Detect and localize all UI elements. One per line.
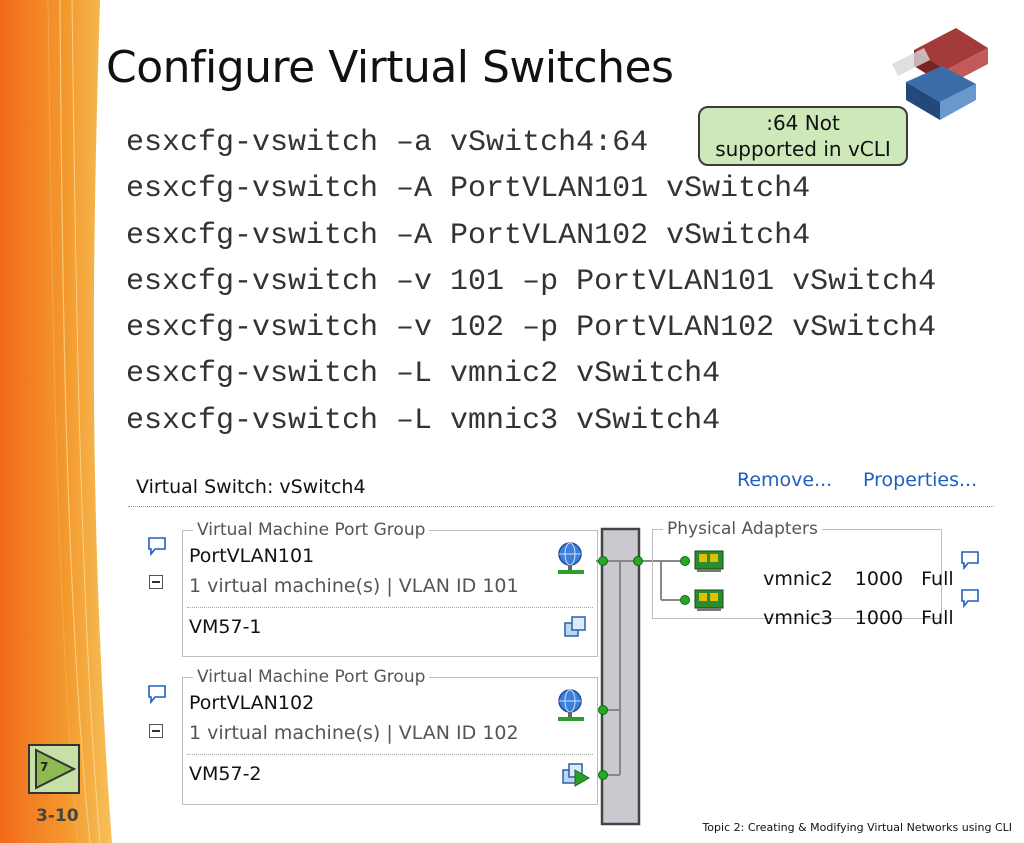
slide-title: Configure Virtual Switches [106,42,674,93]
divider [128,506,994,507]
vm-name[interactable]: VM57-2 [189,763,262,785]
nic-speed: 1000 [854,568,904,590]
vswitch-title: Virtual Switch: vSwitch4 [136,476,366,498]
command-line: esxcfg-vswitch –A PortVLAN101 vSwitch4 [126,172,811,207]
port-group-panel: Virtual Machine Port Group PortVLAN102 1… [182,667,598,805]
command-line: esxcfg-vswitch –L vmnic3 vSwitch4 [126,403,721,438]
vm-name[interactable]: VM57-1 [189,616,262,638]
nic-duplex: Full [921,607,954,629]
properties-link[interactable]: Properties... [863,469,978,491]
orange-side-band [0,0,112,843]
callout-note: :64 Not supported in vCLI [698,106,908,166]
network-globe-icon [558,689,584,721]
callout-line: :64 Not [766,111,840,135]
port-group-name: PortVLAN101 [189,545,315,567]
physical-adapters-legend: Physical Adapters [663,519,822,539]
nic-row[interactable]: vmnic2 1000 Full [739,546,954,612]
nic-name: vmnic2 [763,568,833,590]
port-group-legend: Virtual Machine Port Group [193,520,430,540]
nic-name: vmnic3 [763,607,833,629]
divider [187,607,593,608]
nic-speed: 1000 [854,607,904,629]
network-globe-icon [558,542,584,574]
speech-bubble-icon[interactable] [960,588,980,608]
command-line: esxcfg-vswitch –L vmnic2 vSwitch4 [126,357,721,392]
remove-link[interactable]: Remove... [737,469,833,491]
speech-bubble-icon[interactable] [147,684,167,704]
command-list: esxcfg-vswitch –a vSwitch4:64 esxcfg-vsw… [126,120,936,444]
nic-card-icon [694,550,724,572]
footer-topic: Topic 2: Creating & Modifying Virtual Ne… [702,821,1012,834]
slide-number: 7 [40,760,49,774]
vswitch-diagram [596,527,660,826]
play-icon [28,744,80,794]
port-group-name: PortVLAN102 [189,692,315,714]
collapse-icon[interactable] [149,724,163,738]
port-group-panel: Virtual Machine Port Group PortVLAN101 1… [182,520,598,657]
vm-powered-on-icon [562,763,591,787]
adapter-links [653,550,724,611]
command-line: esxcfg-vswitch –a vSwitch4:64 [126,126,649,160]
command-line: esxcfg-vswitch –A PortVLAN102 vSwitch4 [126,218,811,253]
callout-line: supported in vCLI [715,137,891,161]
logo-icon [892,28,988,120]
port-group-info: 1 virtual machine(s) | VLAN ID 102 [189,722,519,744]
speech-bubble-icon[interactable] [960,550,980,570]
speech-bubble-icon[interactable] [147,536,167,556]
command-line: esxcfg-vswitch –v 101 –p PortVLAN101 vSw… [126,264,937,299]
port-group-info: 1 virtual machine(s) | VLAN ID 101 [189,575,519,597]
port-group-legend: Virtual Machine Port Group [193,667,430,687]
collapse-icon[interactable] [149,575,163,589]
nic-row[interactable]: vmnic3 1000 Full [739,585,954,651]
command-line: esxcfg-vswitch –v 102 –p PortVLAN102 vSw… [126,311,937,346]
vm-icon [564,616,586,637]
slide-number-badge[interactable]: 7 [28,744,80,794]
divider [187,754,593,755]
nic-duplex: Full [921,568,954,590]
nic-card-icon [694,589,724,611]
page-label: 3-10 [36,806,79,826]
